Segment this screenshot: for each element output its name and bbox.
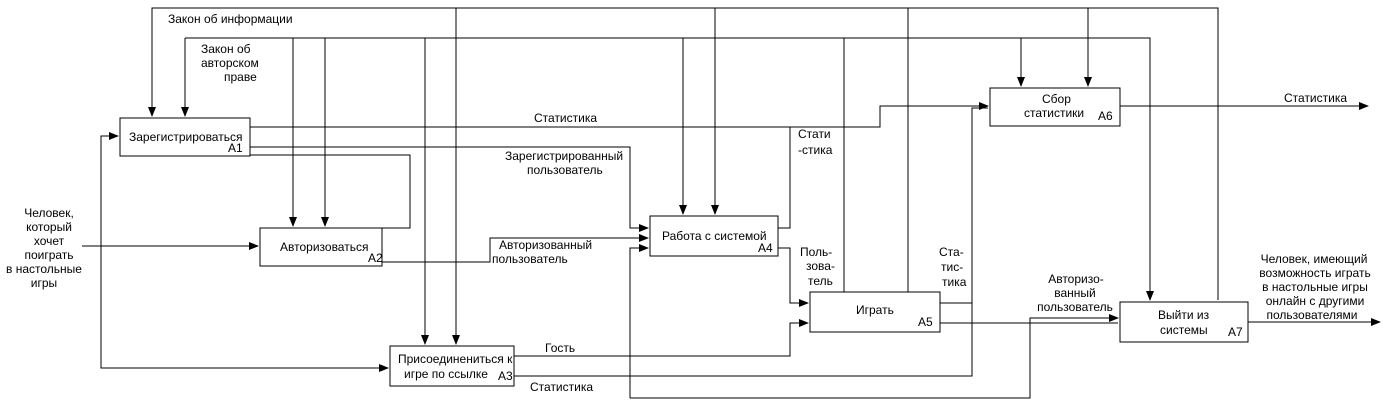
svg-text:праве: праве (224, 70, 257, 84)
svg-text:Авторизо-: Авторизо- (1048, 272, 1104, 286)
label-statistics-a1: Статистика (534, 111, 597, 125)
block-a1-label: Зарегистрироваться (129, 130, 242, 144)
block-a6-label-line1: Сбор (1042, 92, 1071, 106)
input-line-person-to-a3 (100, 246, 389, 372)
arrow-a1-to-a2 (250, 154, 411, 229)
svg-text:который: который (26, 220, 72, 234)
label-copyright-law: Закон об авторском праве (201, 42, 259, 84)
block-a7-label-line2: системы (1160, 323, 1208, 337)
arrow-feedback-a4-up (629, 244, 649, 398)
svg-text:тика: тика (942, 275, 967, 289)
block-a2-number: A2 (368, 251, 383, 265)
label-authorized-user: Авторизованный пользователь (492, 238, 592, 266)
svg-text:пользователь: пользователь (527, 163, 603, 177)
label-guest: Гость (545, 341, 575, 355)
svg-text:в настольные: в настольные (6, 262, 82, 276)
block-a2-label: Авторизоваться (280, 240, 368, 254)
svg-text:Стати: Стати (798, 127, 831, 141)
arrow-registered-user (250, 146, 649, 232)
label-user-a4: Поль- зова- тель (800, 245, 835, 288)
block-a6: Сбор статистики A6 (989, 87, 1121, 127)
svg-text:онлайн с другими: онлайн с другими (1266, 294, 1365, 308)
connector-lines (82, 7, 1381, 399)
label-authorized-a5: Авторизо- ванный пользователь (1037, 272, 1113, 314)
svg-text:в настольные игры: в настольные игры (1262, 280, 1368, 294)
block-a1-number: A1 (228, 141, 243, 155)
svg-text:Зарегистрированный: Зарегистрированный (505, 149, 623, 163)
svg-text:авторском: авторском (201, 56, 259, 70)
block-a7: Выйти из системы A7 (1119, 301, 1249, 343)
block-a7-number: A7 (1228, 325, 1243, 339)
svg-text:тель: тель (808, 274, 833, 288)
svg-text:пользователями: пользователями (1267, 308, 1358, 322)
input-line-person-to-a1 (100, 132, 119, 246)
block-a4: Работа с системой A4 (649, 215, 779, 257)
arrow-statistics-a3 (514, 107, 988, 377)
block-a3-label-line1: Присоединениться к (398, 352, 513, 366)
block-a7-label-line1: Выйти из (1158, 308, 1210, 322)
label-person-out: Человек, имеющий возможность играть в на… (1259, 252, 1370, 322)
block-a3: Присоединениться к игре по ссылке A3 (389, 345, 515, 387)
block-a4-label: Работа с системой (662, 229, 767, 243)
arrow-stat-a4 (778, 127, 791, 229)
block-a5-number: A5 (918, 315, 933, 329)
svg-text:возможность играть: возможность играть (1259, 266, 1370, 280)
svg-text:тис-: тис- (941, 260, 963, 274)
arrow-guest (514, 319, 809, 357)
label-statistics-a3: Статистика (530, 380, 593, 394)
svg-text:хочет: хочет (34, 234, 65, 248)
label-stat-a4: Стати -стика (798, 127, 833, 157)
block-a2: Авторизоваться A2 (259, 227, 383, 267)
label-stat-a5: Ста- тис- тика (939, 245, 967, 289)
label-info-law: Закон об информации (168, 12, 293, 26)
svg-text:поиграть: поиграть (24, 248, 73, 262)
svg-text:Закон об: Закон об (201, 42, 251, 56)
control-line-info-law (148, 7, 1219, 300)
block-a6-number: A6 (1098, 109, 1113, 123)
block-a3-number: A3 (498, 369, 513, 383)
svg-text:Человек, имеющий: Человек, имеющий (1261, 252, 1368, 266)
block-a4-number: A4 (758, 241, 773, 255)
svg-text:игры: игры (31, 276, 57, 290)
svg-text:Поль-: Поль- (800, 245, 832, 259)
arrow-statistics-a1 (250, 102, 989, 128)
svg-text:-стика: -стика (798, 143, 833, 157)
block-a5: Играть A5 (809, 291, 941, 333)
arrow-feedback-a4 (630, 314, 1119, 399)
block-a1: Зарегистрироваться A1 (119, 117, 251, 157)
svg-text:пользователь: пользователь (492, 252, 568, 266)
arrow-authorized-user (382, 234, 649, 263)
control-copyright-horizontal (185, 37, 1154, 301)
label-input-person: Человек, который хочет поиграть в настол… (6, 206, 82, 290)
label-registered-user: Зарегистрированный пользователь (505, 149, 623, 177)
svg-text:Ста-: Ста- (939, 245, 964, 259)
block-a5-label: Играть (856, 303, 894, 317)
svg-text:зова-: зова- (806, 259, 835, 273)
block-a6-label-line2: статистики (1024, 106, 1084, 120)
svg-text:Человек,: Человек, (24, 206, 74, 220)
svg-text:ванный: ванный (1054, 286, 1096, 300)
svg-text:пользователь: пользователь (1037, 300, 1113, 314)
arrow-user-a4 (778, 247, 809, 307)
label-statistics-out: Статистика (1284, 91, 1347, 105)
svg-text:Авторизованный: Авторизованный (499, 238, 592, 252)
block-a3-label-line2: игре по ссылке (404, 367, 488, 381)
